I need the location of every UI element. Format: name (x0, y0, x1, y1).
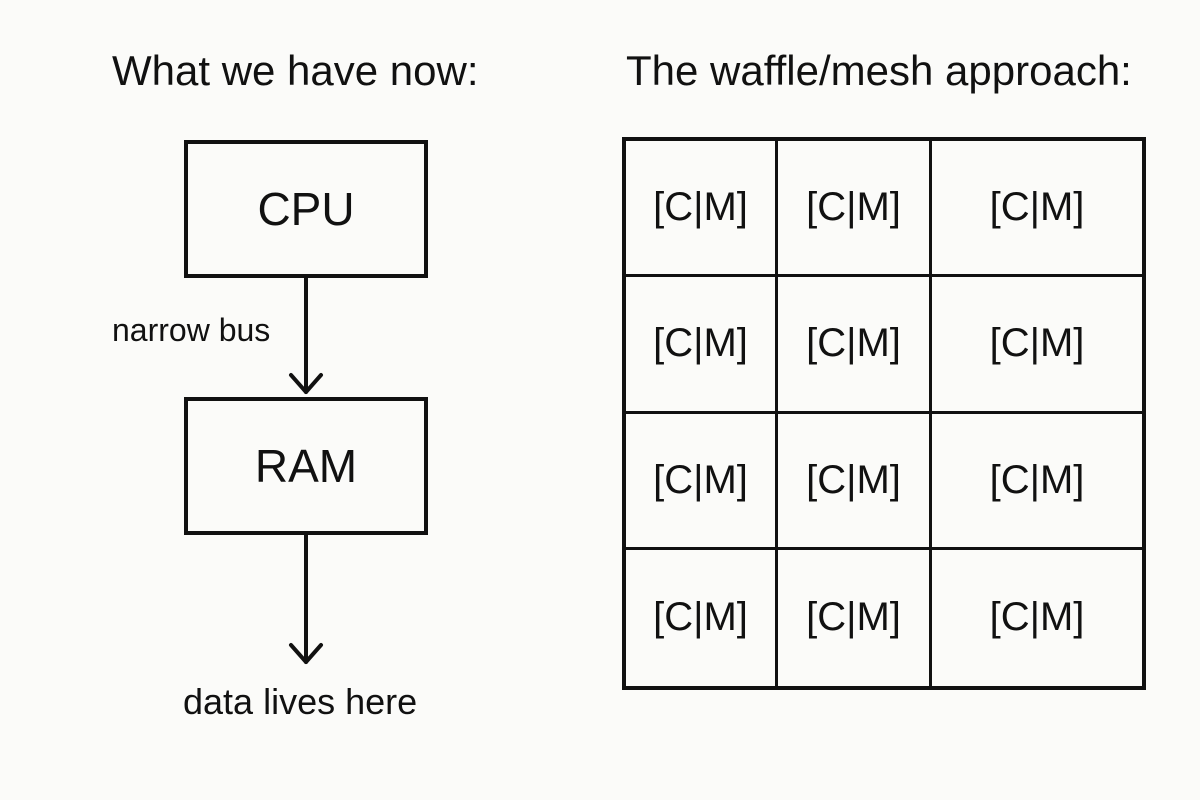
mesh-cell: [C|M] (626, 277, 778, 414)
mesh-cell: [C|M] (932, 414, 1142, 550)
ram-box: RAM (184, 397, 428, 535)
ram-label: RAM (254, 440, 358, 492)
current-architecture-title: What we have now: (112, 47, 479, 94)
mesh-cell: [C|M] (932, 277, 1142, 414)
narrow-bus-label: narrow bus (112, 312, 271, 348)
cpu-box: CPU (184, 140, 428, 278)
mesh-cell: [C|M] (626, 141, 778, 278)
mesh-cell: [C|M] (778, 277, 932, 414)
mesh-cell: [C|M] (778, 141, 932, 278)
data-lives-here-label: data lives here (183, 681, 418, 722)
mesh-grid: [C|M][C|M][C|M][C|M][C|M][C|M][C|M][C|M]… (622, 137, 1146, 690)
mesh-cell: [C|M] (626, 413, 778, 550)
mesh-cell: [C|M] (778, 549, 932, 686)
bus-arrow (289, 276, 323, 394)
mesh-approach-title: The waffle/mesh approach: (626, 47, 1132, 94)
data-arrow (289, 533, 323, 664)
mesh-cell: [C|M] (626, 549, 778, 686)
mesh-cell: [C|M] (989, 595, 1085, 640)
mesh-cell: [C|M] (932, 141, 1142, 278)
mesh-cell: [C|M] (778, 413, 932, 550)
cpu-label: CPU (257, 183, 355, 235)
